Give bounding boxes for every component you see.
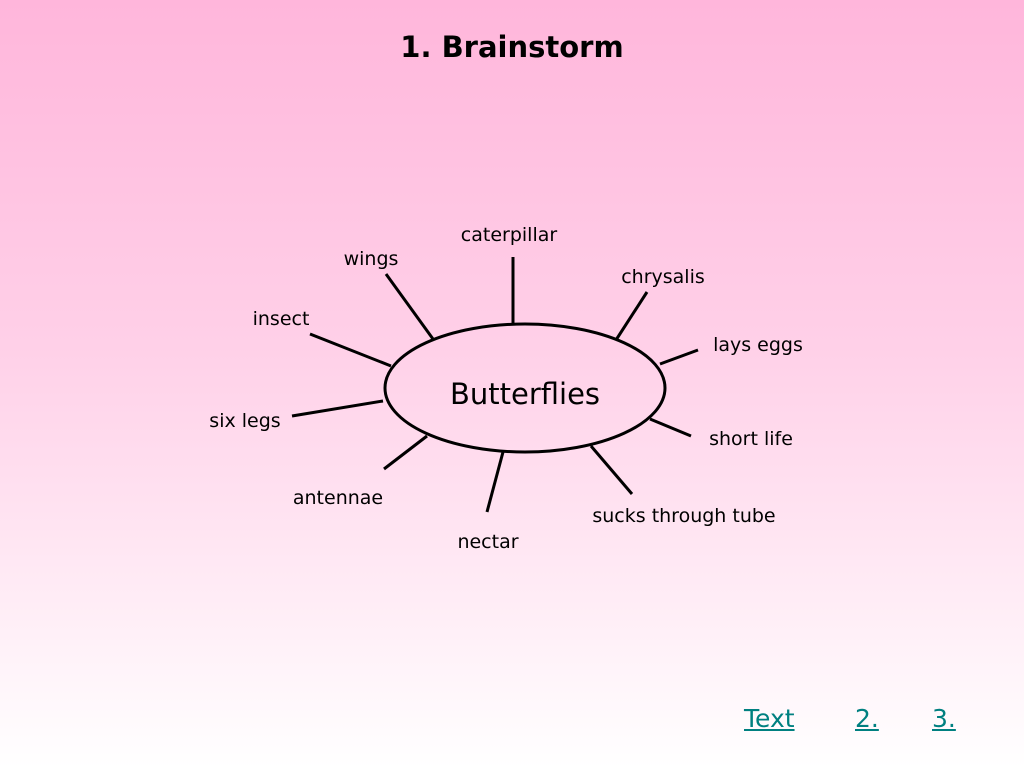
branch-label-short-life: short life bbox=[709, 428, 793, 450]
spoke-nectar bbox=[485, 451, 505, 513]
branch-label-chrysalis: chrysalis bbox=[621, 266, 705, 288]
spoke-short-life bbox=[649, 417, 692, 438]
nav-link-text[interactable]: Text bbox=[744, 704, 795, 733]
spoke-wings bbox=[384, 273, 435, 340]
branch-label-lays-eggs: lays eggs bbox=[713, 334, 803, 356]
branch-label-antennae: antennae bbox=[293, 487, 383, 509]
spoke-sucks-through-tube bbox=[589, 445, 634, 495]
spoke-lays-eggs bbox=[659, 348, 699, 366]
nav-link-2[interactable]: 2. bbox=[855, 704, 879, 733]
nav-link-3[interactable]: 3. bbox=[932, 704, 956, 733]
branch-label-nectar: nectar bbox=[457, 531, 518, 553]
spoke-insect bbox=[309, 332, 392, 368]
page-title: 1. Brainstorm bbox=[400, 30, 624, 64]
branch-label-insect: insect bbox=[253, 308, 310, 330]
center-label: Butterflies bbox=[450, 377, 600, 411]
branch-label-wings: wings bbox=[344, 248, 399, 270]
center-ellipse bbox=[383, 322, 667, 454]
spoke-six-legs bbox=[291, 399, 384, 418]
spoke-antennae bbox=[383, 434, 428, 471]
branch-label-caterpillar: caterpillar bbox=[461, 224, 558, 246]
spoke-chrysalis bbox=[614, 291, 649, 341]
branch-label-six-legs: six legs bbox=[209, 410, 280, 432]
branch-label-sucks-through-tube: sucks through tube bbox=[592, 505, 775, 527]
